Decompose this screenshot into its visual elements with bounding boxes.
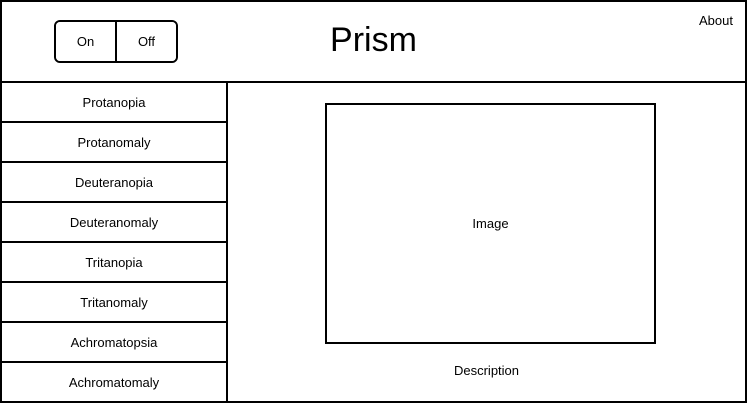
- image-placeholder: Image: [325, 103, 656, 344]
- image-label: Image: [472, 216, 509, 231]
- on-off-toggle: On Off: [54, 20, 178, 63]
- about-link[interactable]: About: [699, 13, 733, 28]
- header: On Off Prism About: [2, 2, 745, 83]
- sidebar-item-deuteranopia[interactable]: Deuteranopia: [2, 163, 226, 203]
- sidebar-item-protanopia[interactable]: Protanopia: [2, 83, 226, 123]
- sidebar-item-achromatopsia[interactable]: Achromatopsia: [2, 323, 226, 363]
- sidebar-item-achromatomaly[interactable]: Achromatomaly: [68, 374, 160, 390]
- main-content: Image Description: [228, 83, 745, 401]
- sidebar-item-tritanomaly[interactable]: Tritanomaly: [2, 283, 226, 323]
- sidebar-item-deuteranomaly[interactable]: Deuteranomaly: [2, 203, 226, 243]
- sidebar-item-tritanopia[interactable]: Tritanopia: [2, 243, 226, 283]
- sidebar: Protanopia Protanomaly Deuteranopia Deut…: [2, 83, 228, 401]
- sidebar-item-protanomaly[interactable]: Protanomaly: [2, 123, 226, 163]
- description-text: Description: [453, 363, 520, 378]
- toggle-on-button[interactable]: On: [56, 22, 115, 61]
- toggle-off-button[interactable]: Off: [115, 22, 176, 61]
